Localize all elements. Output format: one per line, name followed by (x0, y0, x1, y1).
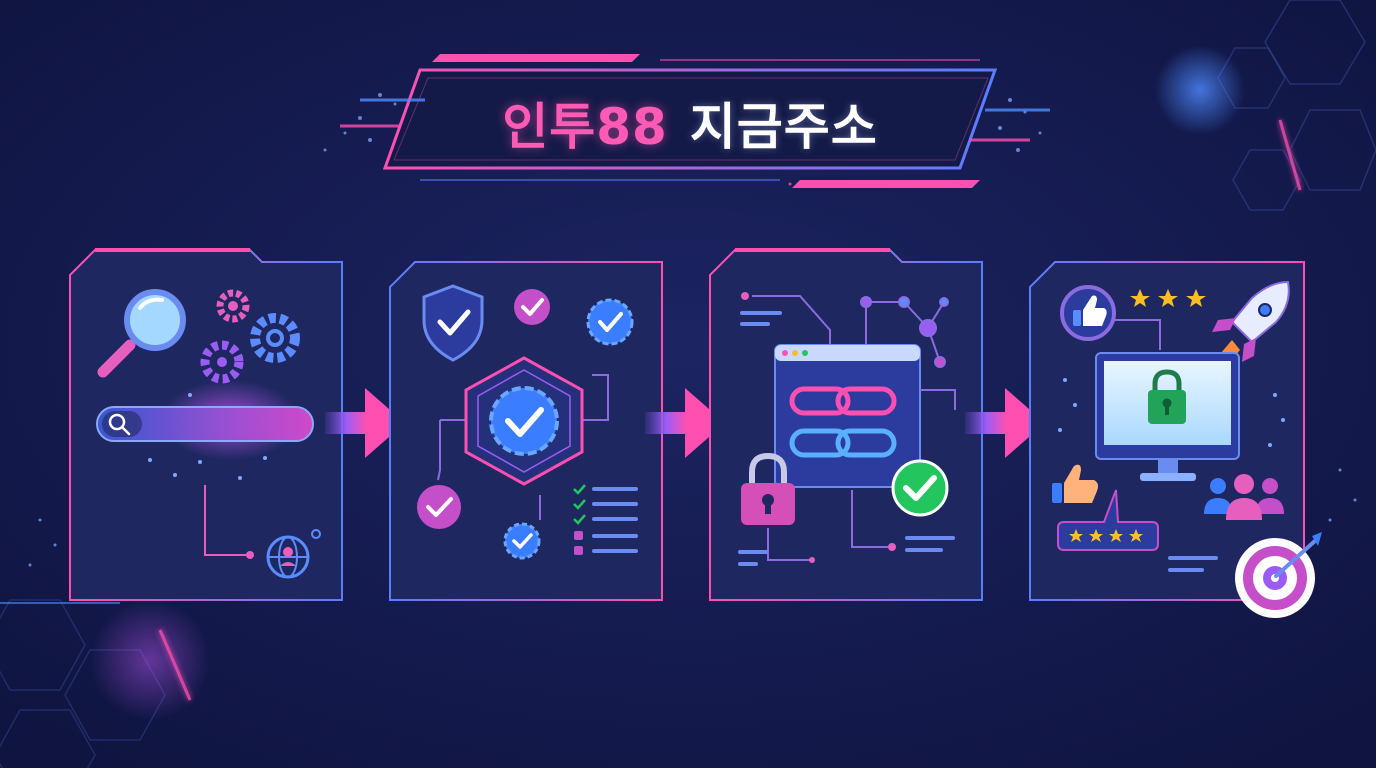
glow-top-right (1155, 45, 1245, 135)
magnifier-icon (97, 289, 186, 378)
shield-check-icon (422, 284, 484, 362)
star-rating-icon (1057, 489, 1159, 551)
light-streak (1278, 119, 1302, 191)
step-panel-verify (389, 261, 663, 601)
text-lines-icon (740, 292, 782, 326)
check-circle-icon (514, 289, 550, 325)
padlock-icon (741, 452, 795, 525)
rocket-icon (1212, 280, 1290, 372)
flow-arrow (965, 388, 1045, 458)
text-lines-icon (738, 536, 955, 566)
search-icon (108, 413, 131, 436)
globe-icon (266, 529, 321, 579)
title-accent: 인투88 (502, 98, 668, 156)
gear-icon (216, 289, 250, 323)
flow-arrow (325, 388, 405, 458)
glow-bottom-left (90, 600, 210, 720)
network-nodes-icon (860, 296, 949, 368)
step-panel-search (69, 248, 343, 601)
gear-icon (200, 340, 244, 384)
check-circle-icon (417, 485, 461, 529)
thumbs-up-icon (1052, 464, 1098, 503)
target-icon (1235, 532, 1322, 618)
flow-arrow (645, 388, 725, 458)
gear-icon (250, 313, 300, 363)
page-title: 인투88 지금주소 (400, 88, 980, 158)
check-circle-icon (891, 459, 949, 517)
text-lines-icon (1168, 556, 1218, 572)
particle-dots (1058, 378, 1285, 447)
light-streak (158, 629, 192, 701)
checklist-icon (573, 484, 638, 555)
monitor-lock-icon (1095, 352, 1240, 481)
verified-badge-icon (503, 522, 541, 560)
chain-link-icon (789, 386, 897, 458)
verified-badge-icon (464, 356, 584, 486)
users-icon (1204, 474, 1284, 520)
verified-badge-icon (586, 298, 634, 346)
step-panel-link (709, 248, 983, 601)
title-banner (340, 54, 1050, 188)
particle-dots (148, 393, 267, 480)
browser-window-icon (774, 344, 921, 488)
step-panel-trust (1029, 261, 1322, 618)
title-main: 지금주소 (689, 98, 878, 156)
thumbs-up-icon (1060, 285, 1116, 341)
search-bar (96, 406, 314, 442)
star-rating-icon (1130, 289, 1206, 307)
